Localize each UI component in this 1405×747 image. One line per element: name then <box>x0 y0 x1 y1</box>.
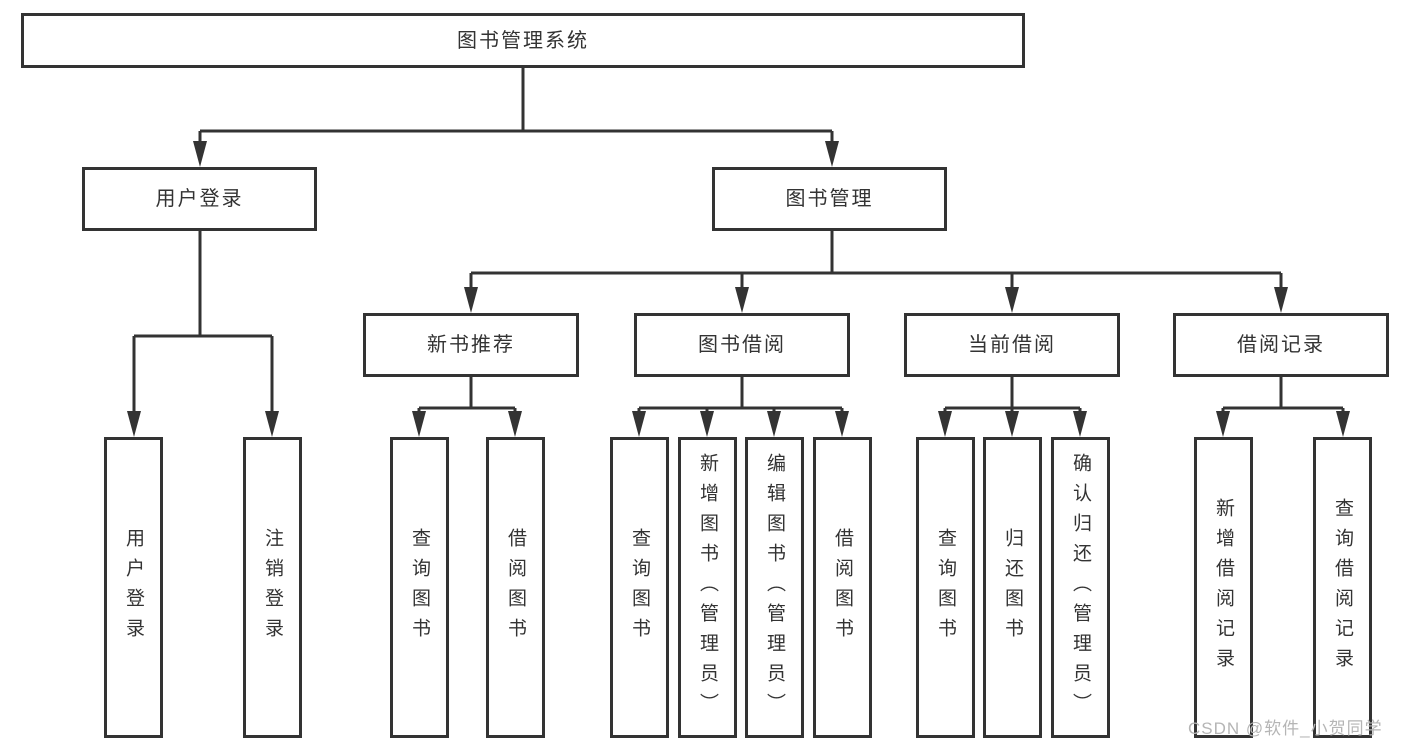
leaf-user-login: 用户登录 <box>104 437 163 738</box>
leaf-add-book-admin: 新增图书（管理员） <box>678 437 737 738</box>
leaf-borrow-books-recommend: 借阅图书 <box>486 437 545 738</box>
node-book-borrowing: 图书借阅 <box>634 313 850 377</box>
node-current-borrowing: 当前借阅 <box>904 313 1120 377</box>
leaf-query-books-recommend: 查询图书 <box>390 437 449 738</box>
leaf-query-borrow-record: 查询借阅记录 <box>1313 437 1372 738</box>
leaf-query-books-current: 查询图书 <box>916 437 975 738</box>
node-library-management-system: 图书管理系统 <box>21 13 1025 68</box>
leaf-return-books: 归还图书 <box>983 437 1042 738</box>
node-user-login: 用户登录 <box>82 167 317 231</box>
leaf-borrow-books-borrowing: 借阅图书 <box>813 437 872 738</box>
leaf-add-borrow-record: 新增借阅记录 <box>1194 437 1253 738</box>
csdn-watermark: CSDN @软件_小贺同学 <box>1188 719 1383 738</box>
leaf-edit-book-admin: 编辑图书（管理员） <box>745 437 804 738</box>
leaf-query-books-borrowing: 查询图书 <box>610 437 669 738</box>
leaf-confirm-return-admin: 确认归还（管理员） <box>1051 437 1110 738</box>
node-new-book-recommendation: 新书推荐 <box>363 313 579 377</box>
node-book-management: 图书管理 <box>712 167 947 231</box>
node-borrowing-records: 借阅记录 <box>1173 313 1389 377</box>
leaf-logout: 注销登录 <box>243 437 302 738</box>
